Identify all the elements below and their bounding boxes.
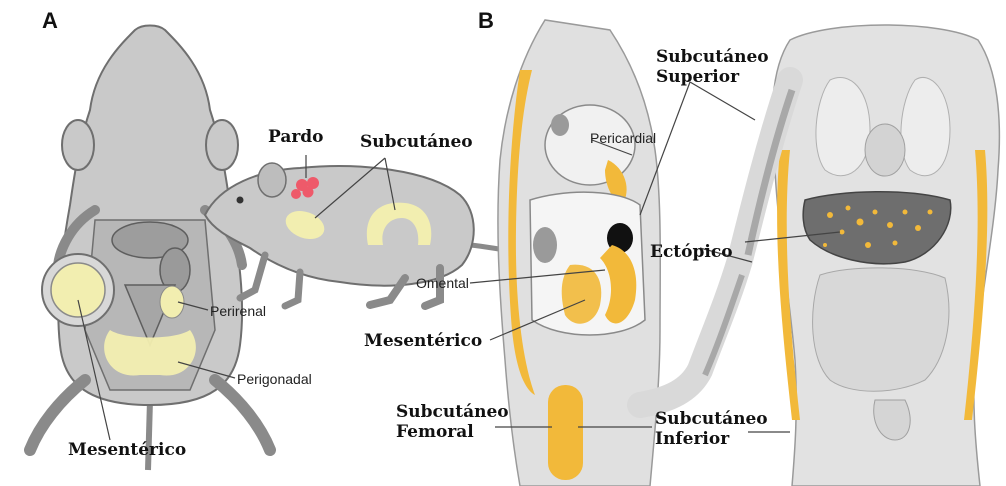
label-subcutaneo-femoral-line1: Subcutáneo [396,403,509,423]
label-subcutaneo-mouse: Subcutáneo [360,133,473,153]
side-view-mouse-illustration [205,163,545,306]
label-mesenterico-human: Mesentérico [364,332,482,352]
label-pericardial: Pericardial [590,130,656,146]
label-ectopico: Ectópico [650,243,733,263]
label-subcutaneo-superior-line1: Subcutáneo [656,48,769,68]
panel-a-letter: A [42,8,58,34]
label-perirenal: Perirenal [210,303,266,319]
label-subcutaneo-inferior-line1: Subcutáneo [655,410,768,430]
label-subcutaneo-femoral-line2: Femoral [396,423,509,443]
dissected-mouse-illustration [30,26,270,471]
label-subcutaneo-inferior-line2: Inferior [655,430,768,450]
label-pardo: Pardo [268,128,324,148]
label-subcutaneo-superior: Subcutáneo Superior [656,48,769,87]
label-omental: Omental [416,275,469,291]
label-perigonadal: Perigonadal [237,371,312,387]
label-subcutaneo-femoral: Subcutáneo Femoral [396,403,509,442]
label-subcutaneo-inferior: Subcutáneo Inferior [655,410,768,449]
label-mesenterico-mouse: Mesentérico [68,441,186,461]
label-subcutaneo-superior-line2: Superior [656,68,769,88]
panel-b-letter: B [478,8,494,34]
